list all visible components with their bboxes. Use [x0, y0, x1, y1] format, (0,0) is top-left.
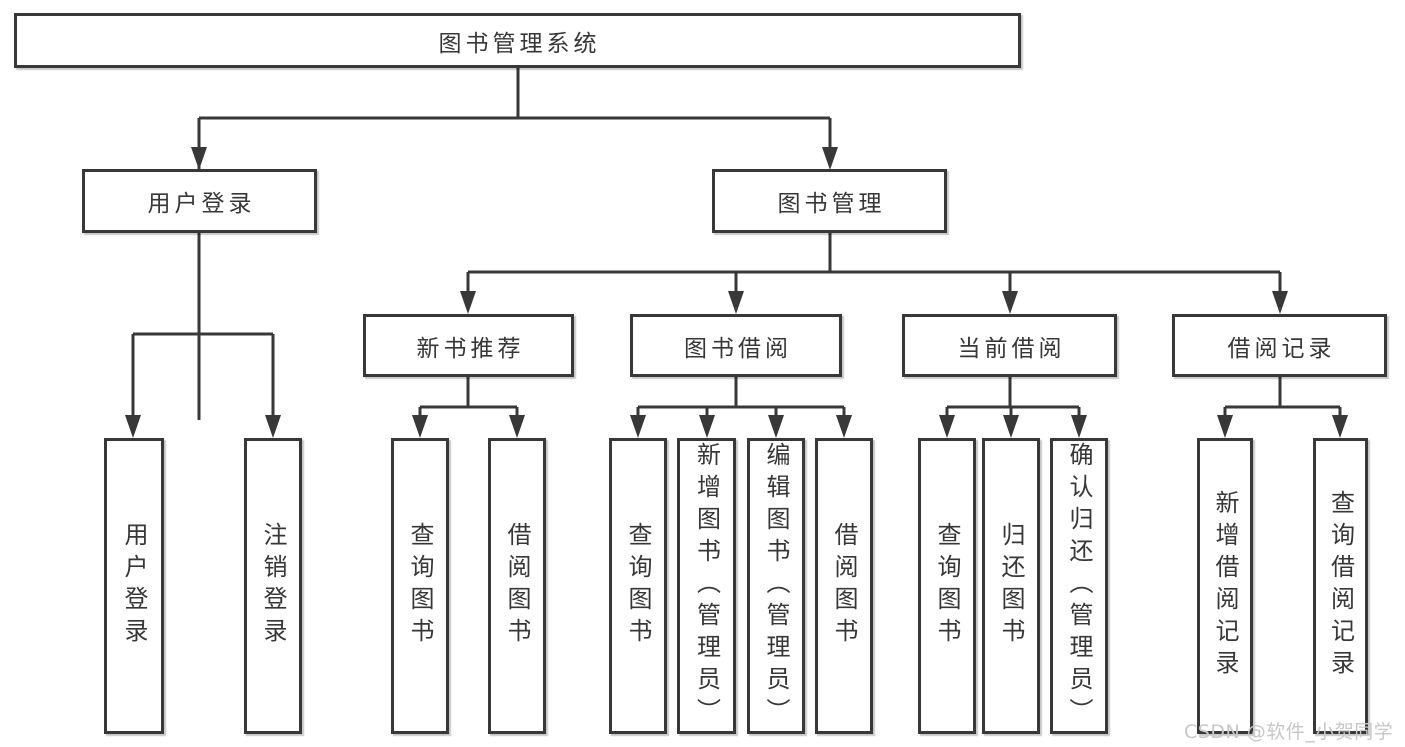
node-user-login: 用户登录 — [82, 169, 317, 233]
leaf-label: 新增图书（管理员） — [692, 442, 721, 730]
leaf-edit-book-admin: 编辑图书（管理员） — [747, 438, 805, 734]
node-book-management: 图书管理 — [712, 169, 947, 233]
arrow-down-icon — [460, 291, 476, 314]
node-root: 图书管理系统 — [14, 13, 1021, 68]
node-new-book-recommend: 新书推荐 — [363, 314, 574, 377]
node-book-borrow: 图书借阅 — [630, 314, 842, 377]
leaf-label: 归还图书 — [997, 522, 1025, 650]
arrow-down-icon — [939, 415, 955, 438]
arrow-down-icon — [265, 415, 281, 438]
arrow-down-icon — [1217, 415, 1233, 438]
arrow-down-icon — [412, 415, 428, 438]
arrow-down-icon — [191, 147, 207, 170]
arrow-down-icon — [822, 147, 838, 170]
arrow-down-icon — [836, 415, 852, 438]
leaf-confirm-return-admin: 确认归还（管理员） — [1050, 438, 1108, 734]
leaf-borrow-book-recommend: 借阅图书 — [488, 438, 546, 734]
connector-root-line — [197, 68, 832, 420]
node-user-login-label: 用户登录 — [147, 191, 256, 217]
connector-user-login-line — [131, 233, 275, 420]
arrow-down-icon — [1332, 415, 1348, 438]
leaf-label: 查询图书 — [624, 522, 652, 650]
leaf-query-book-current: 查询图书 — [918, 438, 976, 734]
arrow-down-icon — [125, 415, 141, 438]
node-book-management-label: 图书管理 — [777, 191, 886, 217]
leaf-label: 查询图书 — [933, 522, 961, 650]
connector-book-management-line — [466, 233, 1282, 296]
leaf-label: 查询借阅记录 — [1326, 490, 1355, 682]
leaf-query-book-recommend: 查询图书 — [391, 438, 449, 734]
leaf-label: 注销登录 — [259, 522, 287, 650]
connector-book-borrow-line — [636, 377, 846, 420]
arrow-down-icon — [768, 415, 784, 438]
leaf-add-book-admin: 新增图书（管理员） — [677, 438, 736, 734]
leaf-label: 新增借阅记录 — [1211, 490, 1239, 682]
arrow-down-icon — [699, 415, 715, 438]
node-current-borrow-label: 当前借阅 — [957, 335, 1066, 362]
leaf-label: 借阅图书 — [830, 522, 858, 650]
arrow-down-icon — [509, 415, 525, 438]
leaf-label: 查询图书 — [406, 522, 434, 650]
node-borrow-record: 借阅记录 — [1172, 314, 1387, 377]
connector-new-book-recommend-line — [418, 377, 519, 420]
arrow-down-icon — [1272, 291, 1288, 314]
leaf-add-borrow-record: 新增借阅记录 — [1197, 438, 1253, 734]
connector-borrow-record-line — [1223, 377, 1342, 420]
leaf-query-borrow-record: 查询借阅记录 — [1313, 438, 1368, 734]
arrow-down-icon — [1071, 415, 1087, 438]
node-new-book-recommend-label: 新书推荐 — [416, 335, 525, 362]
leaf-label: 编辑图书（管理员） — [762, 442, 790, 730]
leaf-label: 借阅图书 — [503, 522, 531, 650]
leaf-label: 确认归还（管理员） — [1065, 442, 1093, 730]
node-book-borrow-label: 图书借阅 — [684, 335, 792, 362]
node-current-borrow: 当前借阅 — [902, 314, 1117, 377]
leaf-user-login: 用户登录 — [104, 438, 164, 734]
leaf-logout: 注销登录 — [244, 438, 302, 734]
arrow-down-icon — [728, 291, 744, 314]
leaf-return-book: 归还图书 — [982, 438, 1040, 734]
leaf-label: 用户登录 — [120, 522, 148, 650]
arrow-down-icon — [1003, 415, 1019, 438]
leaf-borrow-book: 借阅图书 — [815, 438, 873, 734]
leaf-query-book-borrow: 查询图书 — [609, 438, 667, 734]
node-borrow-record-label: 借阅记录 — [1227, 335, 1336, 362]
arrow-down-icon — [1002, 291, 1018, 314]
arrow-down-icon — [630, 415, 646, 438]
csdn-watermark: CSDN @软件_小贺同学 — [1184, 721, 1394, 743]
connector-current-borrow-line — [945, 377, 1081, 420]
node-root-label: 图书管理系统 — [438, 30, 601, 57]
